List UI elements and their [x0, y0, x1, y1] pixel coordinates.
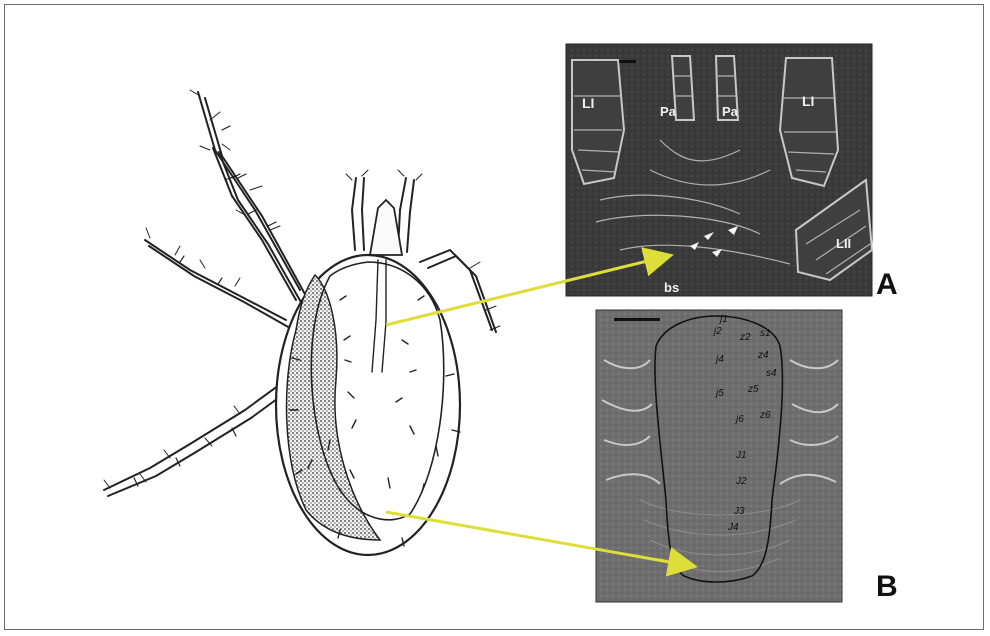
seta-j5: j5: [714, 388, 724, 399]
seta-s1: s1: [760, 328, 771, 339]
gnathosoma: [370, 200, 402, 255]
seta-j4: j4: [714, 354, 724, 365]
seta-j6: j6: [734, 414, 744, 425]
seta-J4: J4: [727, 522, 739, 533]
tag-pa-left: Pa: [660, 104, 677, 119]
panel-label-b: B: [876, 572, 898, 602]
tag-li-left: LI: [582, 95, 594, 111]
tag-bs: bs: [664, 280, 679, 295]
micrograph-b: j1 j2 z2 s1 j4 z4 s4 z5 j5 j6 z6 J1 J2 J…: [596, 310, 842, 602]
mite-drawing: [104, 90, 500, 555]
seta-J2: J2: [735, 476, 747, 487]
seta-z5: z5: [747, 384, 759, 395]
seta-z2: z2: [739, 332, 751, 343]
seta-s4: s4: [766, 368, 777, 379]
seta-z4: z4: [757, 350, 769, 361]
seta-j1: j1: [718, 314, 728, 325]
leg-segments: [134, 126, 276, 486]
seta-J1: J1: [735, 450, 747, 461]
tag-li-right: LI: [802, 93, 814, 109]
seta-j2: j2: [712, 326, 722, 337]
seta-J3: J3: [733, 506, 745, 517]
micrograph-a: LI Pa Pa LI LII bs: [566, 44, 872, 296]
panel-label-a: A: [876, 270, 898, 300]
seta-z6: z6: [759, 410, 771, 421]
tag-lii: LII: [836, 236, 851, 251]
tag-pa-right: Pa: [722, 104, 739, 119]
